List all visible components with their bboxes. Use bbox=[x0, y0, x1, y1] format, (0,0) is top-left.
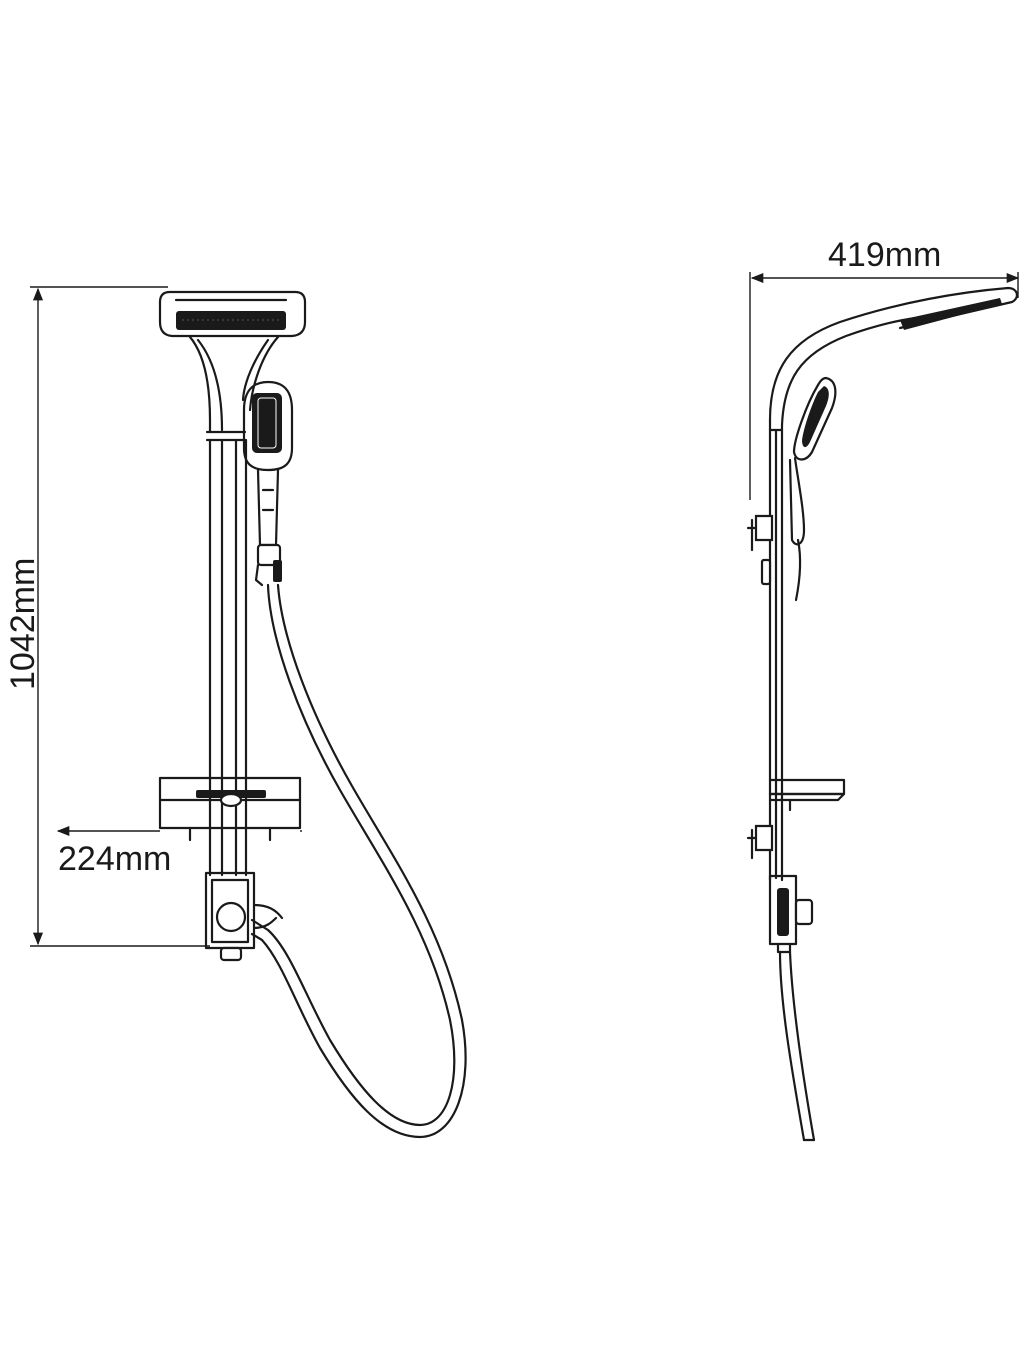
side-thermostatic-mixer bbox=[768, 874, 814, 954]
width-dimension: 419mm bbox=[749, 236, 1020, 500]
soap-shelf bbox=[158, 776, 302, 842]
side-hand-shower bbox=[788, 376, 837, 602]
side-soap-shelf bbox=[768, 778, 846, 812]
height-dimension: 1042mm bbox=[4, 286, 210, 947]
wall-bracket-upper bbox=[746, 514, 774, 586]
hand-shower bbox=[242, 380, 294, 587]
front-view: 1042mm bbox=[4, 286, 467, 1139]
side-shower-hose bbox=[778, 950, 816, 1142]
depth-label: 224mm bbox=[58, 840, 171, 878]
shower-arm bbox=[188, 335, 280, 442]
side-riser-pipe bbox=[768, 418, 784, 882]
shower-hose bbox=[250, 583, 467, 1139]
riser-pipe bbox=[208, 438, 248, 877]
width-label: 419mm bbox=[828, 236, 941, 274]
depth-dimension: 224mm bbox=[56, 825, 302, 878]
wall-bracket-lower bbox=[746, 824, 774, 860]
rain-shower-head bbox=[158, 290, 307, 338]
side-view: 419mm bbox=[746, 236, 1020, 1142]
height-label: 1042mm bbox=[4, 558, 42, 690]
side-shower-arm bbox=[768, 286, 1018, 427]
thermostatic-mixer bbox=[204, 871, 284, 962]
